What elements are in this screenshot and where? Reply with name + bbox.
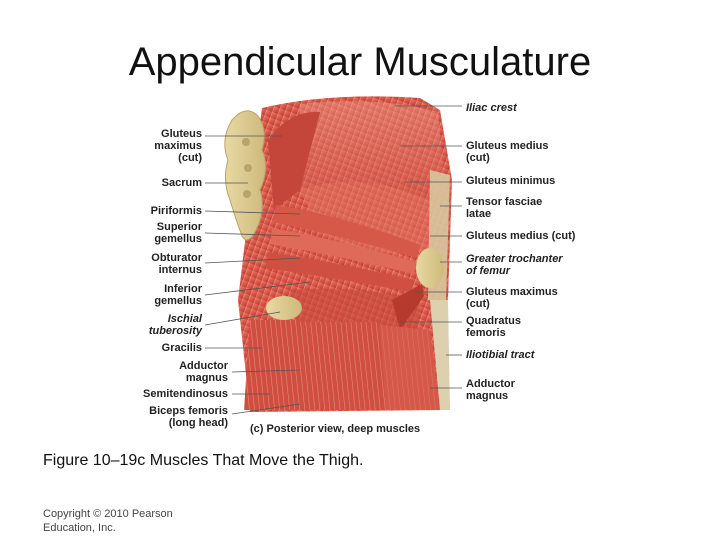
- label-gluteus-medius-cut-2: Gluteus medius (cut): [466, 230, 576, 242]
- label-gluteus-minimus: Gluteus minimus: [466, 175, 556, 187]
- label-iliac-crest: Iliac crest: [466, 102, 517, 114]
- label-adductor-magnus-right: Adductor magnus: [466, 378, 515, 402]
- gluteus-maximus-cut-shape: [268, 111, 320, 210]
- label-gracilis: Gracilis: [161, 342, 202, 354]
- label-inferior-gemellus: Inferior gemellus: [154, 283, 202, 307]
- label-quadratus-femoris: Quadratus femoris: [466, 315, 522, 339]
- panel-caption: (c) Posterior view, deep muscles: [250, 423, 421, 435]
- label-biceps-femoris: Biceps femoris (long head): [149, 405, 228, 429]
- label-gluteus-maximus-cut-right: Gluteus maximus (cut): [466, 286, 558, 310]
- ischial-tuberosity-shape: [266, 296, 302, 320]
- label-greater-trochanter: Greater trochanter of femur: [466, 253, 563, 277]
- label-iliotibial-tract: Iliotibial tract: [466, 349, 535, 361]
- greater-trochanter-shape: [416, 248, 444, 288]
- copyright-notice: Copyright © 2010 Pearson Education, Inc.: [43, 508, 173, 534]
- label-piriformis: Piriformis: [150, 205, 202, 217]
- label-gluteus-medius-cut: Gluteus medius (cut): [466, 140, 549, 164]
- slide-title: Appendicular Musculature: [128, 40, 592, 84]
- sacrum-shape: [224, 110, 266, 241]
- label-adductor-magnus-left: Adductor magnus: [179, 360, 228, 384]
- right-leader-lines: [395, 105, 462, 389]
- left-leader-lines: [204, 135, 311, 415]
- hamstring-shape: [244, 320, 300, 410]
- label-obturator-internus: Obturator internus: [151, 252, 202, 276]
- label-gluteus-maximus-cut: Gluteus maximus (cut): [154, 128, 202, 164]
- label-superior-gemellus: Superior gemellus: [154, 221, 202, 245]
- adductor-magnus-shape: [300, 322, 386, 410]
- label-sacrum: Sacrum: [161, 177, 202, 189]
- label-tensor-fasciae-latae: Tensor fasciae latae: [466, 196, 543, 220]
- iliotibial-tract-shape: [430, 300, 450, 410]
- label-semitendinosus: Semitendinosus: [143, 388, 228, 400]
- figure-caption: Figure 10–19c Muscles That Move the Thig…: [43, 452, 364, 469]
- label-ischial-tuberosity: Ischial tuberosity: [148, 313, 202, 337]
